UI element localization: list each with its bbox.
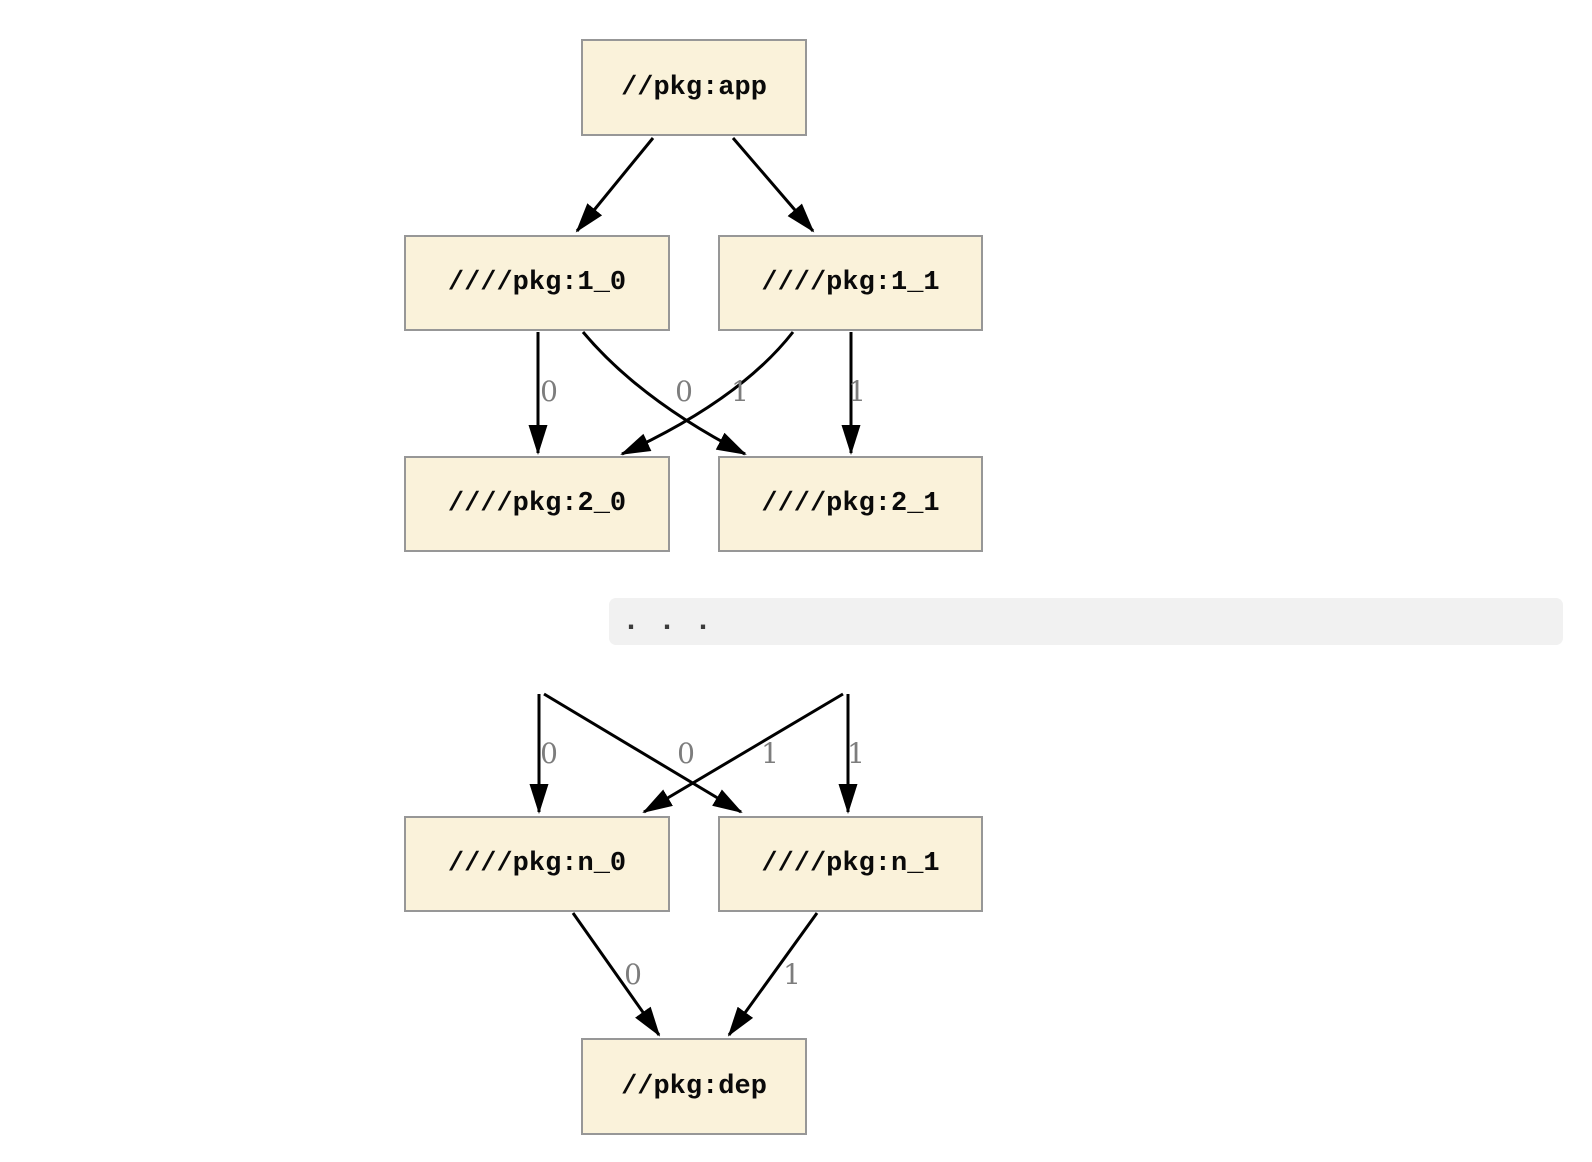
edge-label: 1 [783,958,801,991]
edge-label: 0 [675,375,693,408]
node-pkg-dep: //pkg:dep [581,1038,807,1135]
edge-label: 1 [847,737,865,770]
edge-app-to-1_0 [575,137,655,233]
ellipsis-dots: . . . [622,604,713,639]
edge-app-to-1_1 [731,137,815,233]
edge-prev-to-n_1-cross [543,692,743,814]
edge-label: 0 [624,958,642,991]
edge-label: 0 [540,737,558,770]
edge-label: 1 [848,375,866,408]
elided-rows-bar: . . . [609,598,1563,645]
edge-label: 1 [731,375,749,408]
node-pkg-2_1: ////pkg:2_1 [718,456,983,552]
edge-n_1-to-dep [727,912,819,1037]
node-pkg-n_0: ////pkg:n_0 [404,816,670,912]
edge-label: 1 [761,737,779,770]
edge-prev-to-n_0-cross [642,692,844,814]
node-pkg-1_0: ////pkg:1_0 [404,235,670,331]
node-pkg-app: //pkg:app [581,39,807,136]
edge-n_0-to-dep [571,912,661,1037]
node-pkg-n_1: ////pkg:n_1 [718,816,983,912]
edge-1_1-to-2_0 [620,331,795,456]
edge-1_0-to-2_1 [581,331,747,456]
node-pkg-2_0: ////pkg:2_0 [404,456,670,552]
node-pkg-1_1: ////pkg:1_1 [718,235,983,331]
edge-label: 0 [540,375,558,408]
edge-label: 0 [677,737,695,770]
